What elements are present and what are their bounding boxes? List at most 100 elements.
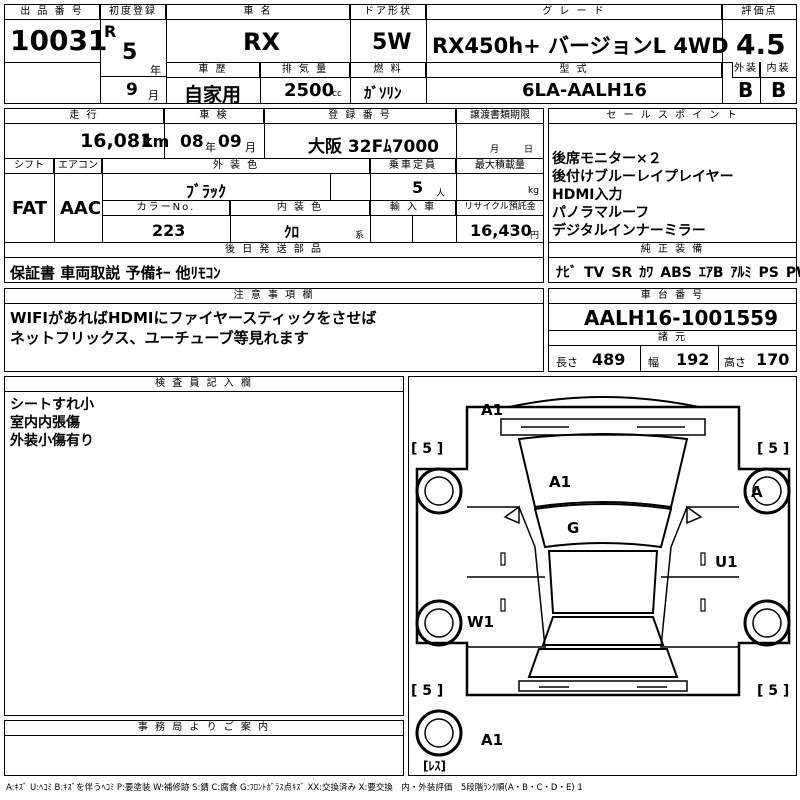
shift-label: シフト [4,158,54,174]
capacity-unit: 人 [436,189,446,199]
month-value: 9 [126,80,138,100]
insp-year-unit: 年 [205,141,216,154]
mileage-unit: km [142,132,170,151]
mark-front-a1: A1 [481,401,504,419]
colorno-label: カラーNo. [102,200,230,216]
equipment-item: ﾅﾋﾞ [556,265,577,281]
shift-value: FAT [12,198,48,219]
transfer-month-unit: 月 [490,145,500,155]
height-label: 高さ [724,356,746,369]
equipment-item: SR [611,265,633,281]
load-label: 最大積載量 [456,158,544,174]
load-unit: kg [528,186,539,196]
later-label: 後 日 発 送 部 品 [4,242,544,258]
history-value: 自家用 [184,84,242,106]
year-unit: 年 [150,64,161,77]
model-label: 車 名 [166,4,350,20]
interior-value: ｸﾛ [284,223,300,241]
mileage-label: 走 行 [4,108,164,124]
first-reg-label: 初度登録 [100,4,166,20]
notes-text: WIFIがあればHDMIにファイヤースティックをさせば ネットフリックス、ユーチ… [10,309,377,347]
int-value: B [771,78,787,102]
mark-glass-g: G [567,519,580,537]
tire-rr-score: [ 5 ] [757,683,790,699]
sales-label: セ ー ル ス ポ イ ン ト [548,108,797,124]
recycle-label: リサイクル預託金 [456,200,544,216]
equipment-item: PW [785,265,800,281]
reg-label: 登 録 番 号 [264,108,456,124]
fuel-label: 燃 料 [350,62,426,78]
equipment-item: ｱﾙﾐ [730,265,752,281]
type-value: 6LA-AALH16 [522,80,647,101]
interior-label: 内 装 色 [230,200,370,216]
fuel-value: ｶﾞｿﾘﾝ [364,84,402,102]
color-value: ﾌﾞﾗｯｸ [186,182,227,201]
height-value: 170 [756,350,790,369]
ac-label: エアコン [54,158,102,174]
type-label: 型 式 [426,62,722,78]
door-value: 5W [372,30,412,55]
equipment-label: 純 正 装 備 [548,242,797,258]
displacement-value: 2500 [284,80,335,101]
width-label: 幅 [648,356,659,369]
mark-right-u1: U1 [715,553,738,571]
length-value: 489 [592,350,626,369]
equipment-item: PS [758,265,779,281]
later-value: 保証書 車両取説 予備ｷｰ 他ﾘﾓｺﾝ [10,264,221,282]
int-label: 内装 [760,62,797,78]
mileage-value: 16,081 [80,130,154,152]
lot-value: 10031 [10,24,108,57]
mark-rear-a1: A1 [481,731,504,749]
office-label: 事 務 局 よ り ご 案 内 [4,720,404,736]
width-value: 192 [676,350,710,369]
spec-label: 諸 元 [548,330,797,346]
tire-fr-score: [ 5 ] [757,441,790,457]
tire-rl-score: [ 5 ] [411,683,444,699]
history-label: 車 歴 [166,62,260,78]
equipment-item: ABS [660,265,692,281]
length-label: 長さ [556,356,578,369]
ac-value: AAC [60,198,102,219]
door-label: ドア形状 [350,4,426,20]
transfer-day-unit: 日 [524,145,534,155]
legend-text: A:ｷｽﾞ U:ﾍｺﾐ B:ｷｽﾞを伴うﾍｺﾐ P:要塗装 W:補修跡 S:錆 … [6,783,583,793]
import-label: 輸 入 車 [370,200,456,216]
equipment-item: ｴｱB [698,265,724,281]
era-value: R [104,22,117,41]
recycle-value: 16,430 [470,221,532,240]
ext-value: B [738,78,754,102]
equipment-list: ﾅﾋﾞ TV SR ｶﾜ ABS ｴｱB ｱﾙﾐ PS PW [556,262,800,282]
insp-month: 09 [218,132,242,152]
chassis-value: AALH16-1001559 [584,306,778,330]
grade-value: RX450h+ バージョンL 4WD [432,34,729,58]
displacement-unit: cc [332,89,342,99]
capacity-value: 5 [412,178,424,197]
lot-label: 出 品 番 号 [4,4,100,20]
reg-value: 大阪 32Fﾑ7000 [308,137,440,157]
year-value: 5 [122,40,138,65]
month-unit: 月 [148,89,159,102]
equipment-item: TV [584,265,605,281]
ext-label: 外装 [732,62,760,78]
score-label: 評価点 [722,4,797,20]
sales-text: 後席モニター×２ 後付けブルーレイプレイヤー HDMI入力 パノラマルーフ デジ… [552,151,734,239]
insp-year: 08 [180,132,204,152]
inspector-label: 検 査 員 記 入 欄 [4,376,404,392]
notes-label: 注 意 事 項 欄 [4,288,544,304]
mark-roof-a1: A1 [549,473,572,491]
transfer-label: 譲渡書類期限 [456,108,544,124]
mark-left-w1: W1 [467,613,494,631]
interior-unit: 系 [355,231,365,241]
spare-tire-note: [ﾚｽ] [423,759,446,773]
equipment-item: ｶﾜ [639,265,654,281]
inspection-label: 車 検 [164,108,264,124]
insp-month-unit: 月 [245,141,256,154]
tire-fl-score: [ 5 ] [411,441,444,457]
model-value: RX [243,28,280,56]
score-value: 4.5 [736,28,786,61]
mark-wheel-a: A [751,483,763,501]
damage-diagram: A1 A1 G A U1 W1 A1 [ 5 ] [ 5 ] [ 5 ] [ 5… [408,376,797,776]
displacement-label: 排 気 量 [260,62,350,78]
colorno-value: 223 [152,221,186,240]
color-label: 外 装 色 [102,158,370,174]
